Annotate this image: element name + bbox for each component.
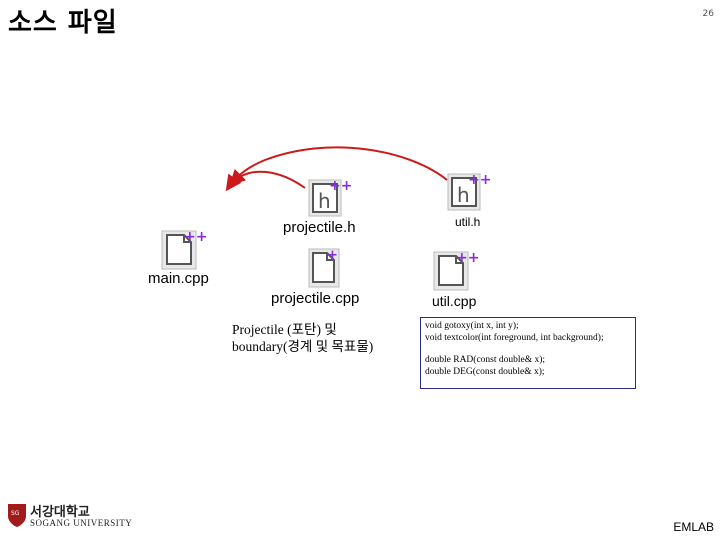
util-desc-line: double DEG(const double& x); xyxy=(425,367,545,377)
logo-korean: 서강대학교 xyxy=(30,504,90,519)
blank-file-icon[interactable]: + xyxy=(307,245,347,289)
svg-text:+: + xyxy=(327,248,338,263)
projectile-desc-line: boundary(경계 및 목표물) xyxy=(232,339,374,354)
arrow-projectile-to-main xyxy=(229,168,306,189)
util-description-box: void gotoxy(int x, int y); void textcolo… xyxy=(420,317,636,389)
main-cpp-label: main.cpp xyxy=(148,270,209,287)
projectile-desc-line: Projectile (포탄) 및 xyxy=(232,322,337,337)
cpp-source-file-icon[interactable]: ++ xyxy=(160,227,208,271)
cpp-source-file-icon[interactable]: ++ xyxy=(432,248,480,292)
page-number: 26 xyxy=(702,9,714,19)
util-desc-line: double RAD(const double& x); xyxy=(425,355,546,365)
svg-text:SG: SG xyxy=(11,510,20,517)
slide-title: 소스 파일 xyxy=(8,8,118,38)
projectile-cpp-label: projectile.cpp xyxy=(271,290,360,307)
projectile-h-label: projectile.h xyxy=(283,219,356,236)
util-h-label: util.h xyxy=(455,215,481,229)
util-desc-line: void textcolor(int foreground, int backg… xyxy=(425,333,604,343)
svg-text:h: h xyxy=(318,189,331,213)
footer-label: EMLAB xyxy=(673,520,714,534)
svg-text:++: ++ xyxy=(184,229,207,245)
logo-english: SOGANG UNIVERSITY xyxy=(30,518,133,528)
university-logo-text: 서강대학교 SOGANG UNIVERSITY xyxy=(30,505,132,529)
util-desc-line: void gotoxy(int x, int y); xyxy=(425,321,519,331)
cpp-header-file-icon[interactable]: h ++ xyxy=(446,170,492,212)
svg-text:++: ++ xyxy=(329,178,352,194)
svg-text:h: h xyxy=(457,183,470,207)
svg-text:++: ++ xyxy=(456,250,479,266)
university-emblem-icon: SG xyxy=(6,502,28,532)
util-cpp-label: util.cpp xyxy=(432,293,477,309)
cpp-header-file-icon[interactable]: h ++ xyxy=(307,176,353,218)
projectile-description-box: Projectile (포탄) 및 boundary(경계 및 목표물) xyxy=(228,319,406,361)
svg-text:++: ++ xyxy=(468,172,491,188)
